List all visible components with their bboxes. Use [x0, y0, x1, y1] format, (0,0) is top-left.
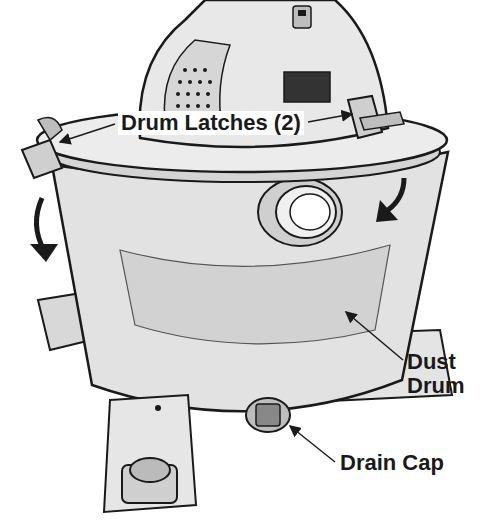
part-label: Drum Latches (2) — [118, 111, 304, 135]
part-label: Dust Drum — [407, 350, 487, 398]
part-label: Drain Cap — [340, 451, 444, 475]
